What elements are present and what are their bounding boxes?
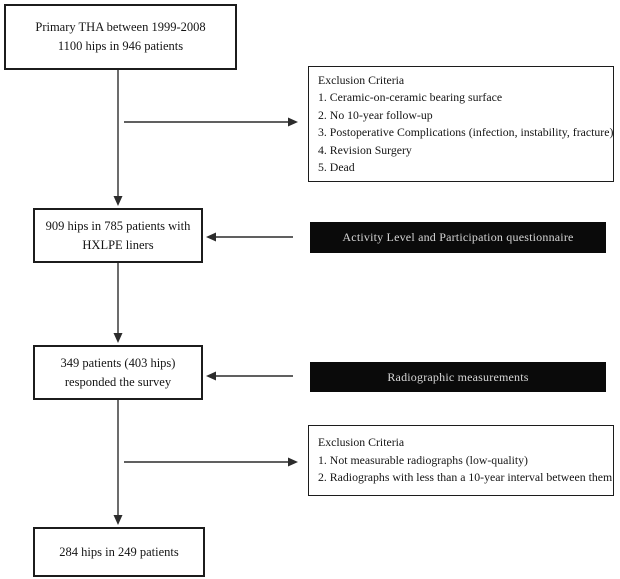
node-text-line: 1100 hips in 946 patients <box>57 39 184 53</box>
exclusion-item: 5. Dead <box>318 160 355 174</box>
exclusion-criteria-box-1: Exclusion Criteria 1. Ceramic-on-ceramic… <box>308 66 614 182</box>
node-survey-responders: 349 patients (403 hips) responded the su… <box>33 345 203 400</box>
node-text-line: Primary THA between 1999-2008 <box>35 20 206 34</box>
exclusion-item: 1. Not measurable radiographs (low-quali… <box>318 452 528 467</box>
arrow-questionnaire-to-hxlpe <box>206 232 293 242</box>
exclusion-item: 2. Radiographs with less than a 10-year … <box>318 470 613 485</box>
exclusion-title: Exclusion Criteria <box>318 72 405 87</box>
arrow-hxlpe-to-survey <box>113 263 123 343</box>
node-text-line: HXLPE liners <box>82 237 154 252</box>
exclusion-criteria-box-2: Exclusion Criteria 1. Not measurable rad… <box>308 425 614 496</box>
node-primary-tha: Primary THA between 1999-2008 1100 hips … <box>4 4 237 70</box>
node-text-line: 909 hips in 785 patients with <box>45 218 191 233</box>
node-hxlpe-liners: 909 hips in 785 patients with HXLPE line… <box>33 208 203 263</box>
label-radiographic-measurements: Radiographic measurements <box>310 362 606 392</box>
exclusion-item: 4. Revision Surgery <box>318 142 412 157</box>
exclusion-title: Exclusion Criteria <box>318 435 405 450</box>
node-text-line: 349 patients (403 hips) <box>60 355 176 370</box>
arrow-radiographic-to-survey <box>206 371 293 381</box>
arrow-branch-to-exclusion-1 <box>124 117 298 127</box>
node-text-line: responded the survey <box>64 374 172 389</box>
arrow-branch-to-exclusion-2 <box>124 457 298 467</box>
exclusion-item: 2. No 10-year follow-up <box>318 107 433 122</box>
exclusion-item: 1. Ceramic-on-ceramic bearing surface <box>318 90 503 104</box>
node-final-cohort: 284 hips in 249 patients <box>33 527 205 577</box>
label-activity-questionnaire: Activity Level and Participation questio… <box>310 222 606 253</box>
node-text-line: 284 hips in 249 patients <box>59 544 179 559</box>
exclusion-item: 3. Postoperative Complications (infectio… <box>318 125 614 139</box>
arrow-primary-to-hxlpe <box>113 70 123 206</box>
arrow-survey-to-final <box>113 400 123 525</box>
